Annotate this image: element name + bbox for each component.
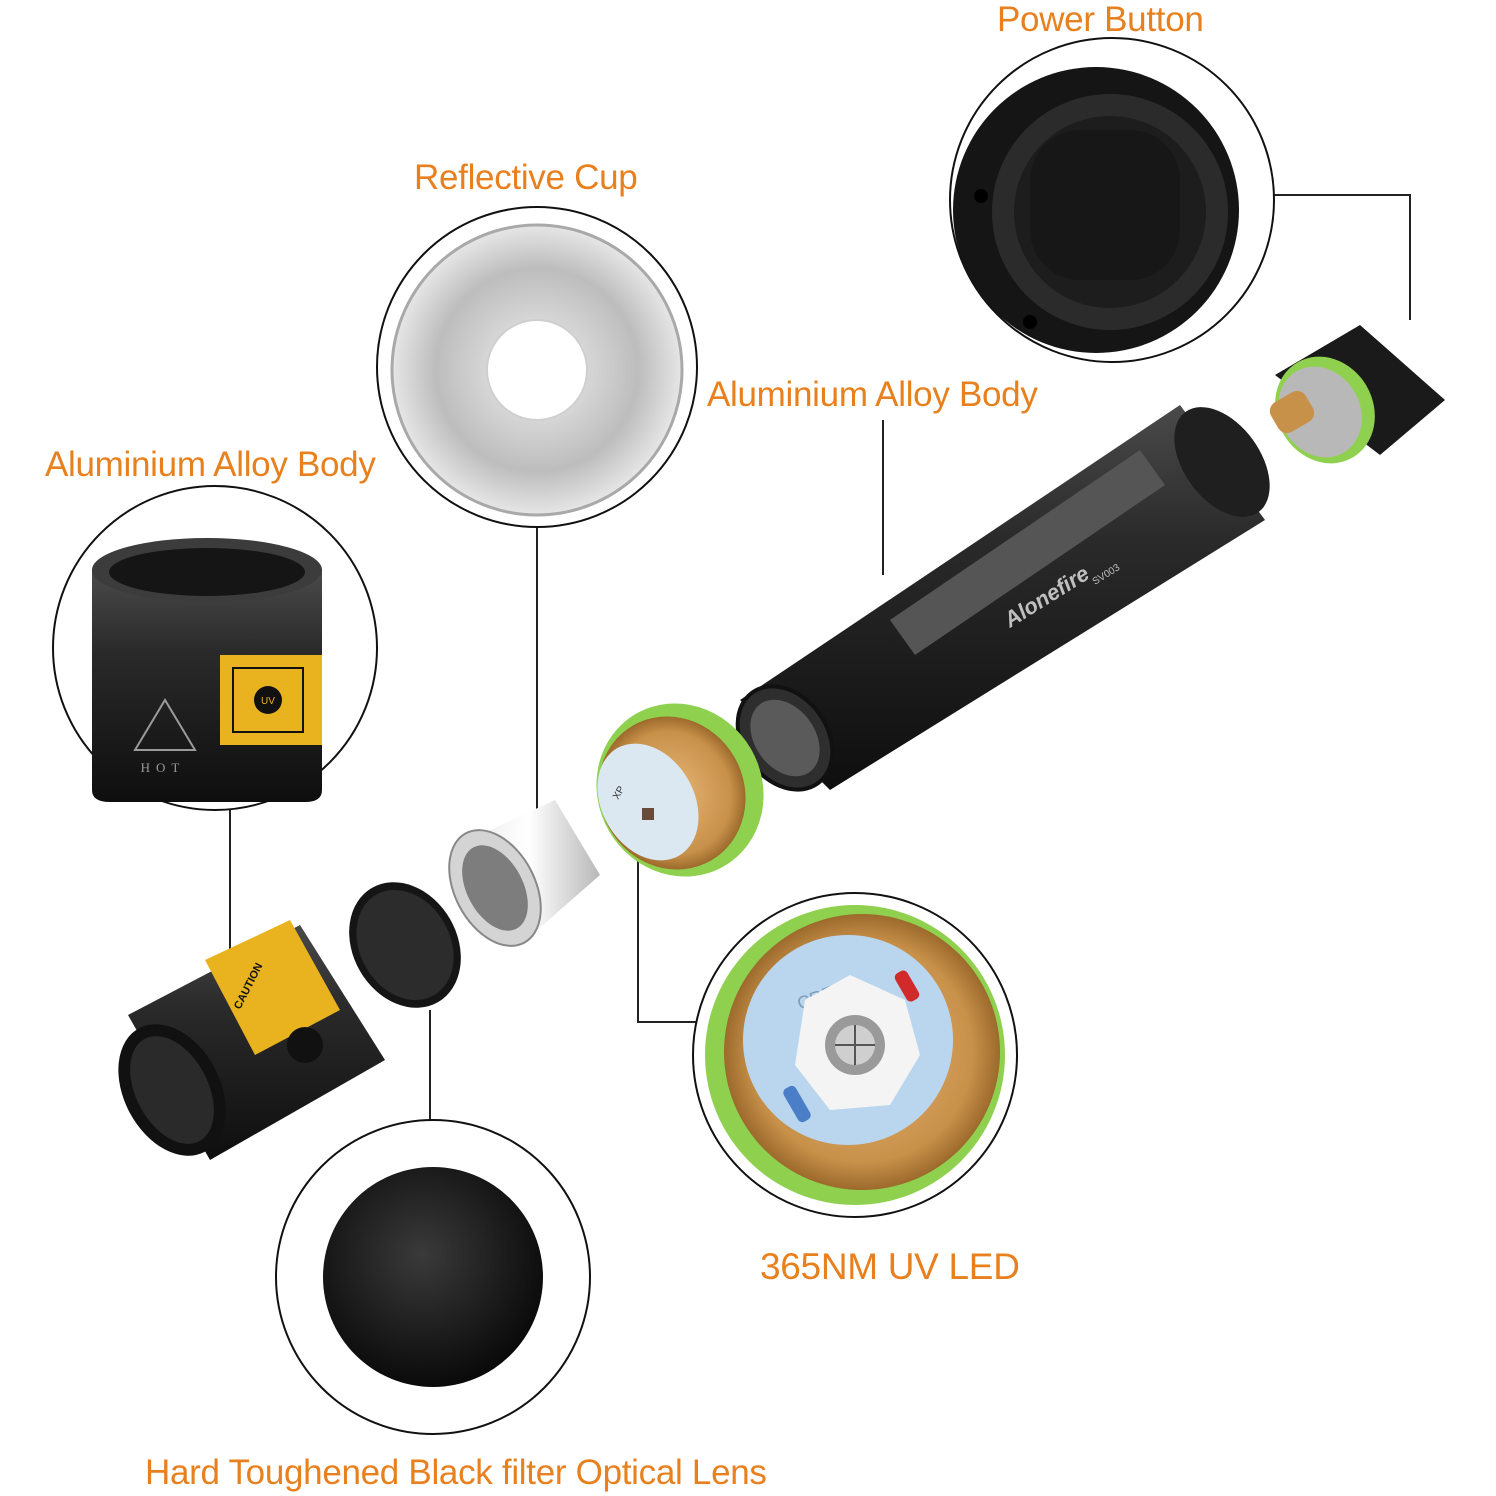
black-lens-disc — [349, 882, 461, 1008]
label-reflective-cup: Reflective Cup — [414, 158, 638, 197]
detail-circle-power-button — [949, 37, 1275, 363]
tail-cap — [1269, 325, 1445, 464]
black-filter-lens-front — [323, 1167, 543, 1387]
label-power-button: Power Button — [997, 0, 1204, 39]
main-flashlight-body: Alonefire SV003 — [735, 405, 1270, 792]
label-optical-lens: Hard Toughened Black filter Optical Lens — [145, 1453, 767, 1492]
connector-uv-led — [637, 852, 700, 1023]
label-aluminium-body-left: Aluminium Alloy Body — [45, 445, 376, 484]
label-uv-led: 365NM UV LED — [760, 1246, 1020, 1287]
hot-tag-text: HOT — [141, 760, 186, 775]
head-cap: CAUTION — [118, 920, 385, 1160]
label-aluminium-body-right: Aluminium Alloy Body — [707, 375, 1038, 414]
detail-circle-reflective-cup — [376, 206, 698, 528]
led-module: XP — [596, 703, 764, 877]
connector-lines — [229, 194, 1411, 1120]
detail-circle-uv-led: CREE — [692, 892, 1018, 1218]
detail-circle-head-cap: UV HOT — [52, 485, 378, 811]
connector-power-button — [1273, 194, 1411, 320]
uv-tag-text: UV — [261, 696, 275, 707]
detail-circle-lens — [275, 1119, 591, 1435]
reflector-cup-side — [448, 800, 600, 947]
